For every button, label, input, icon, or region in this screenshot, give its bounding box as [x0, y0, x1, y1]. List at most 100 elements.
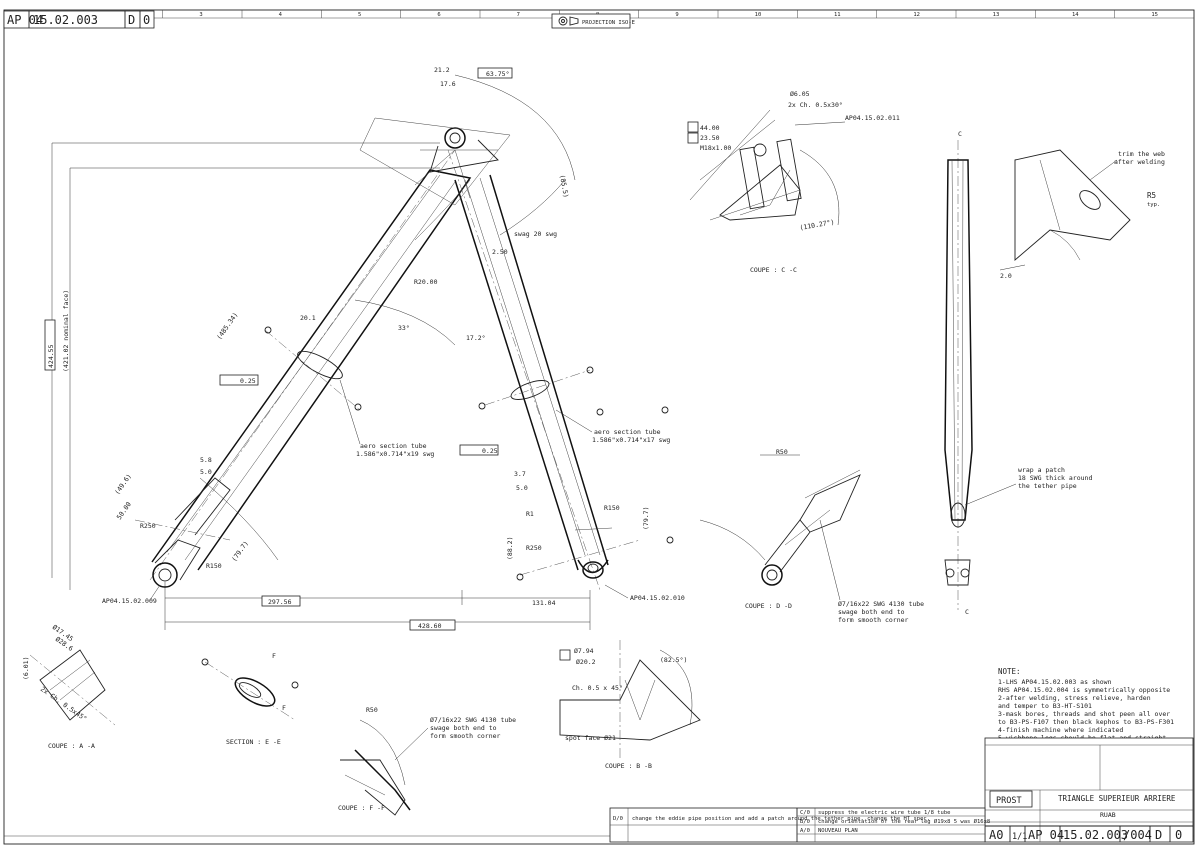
cut-c-top: C [958, 130, 962, 138]
cc-angle: (110.27°) [799, 218, 835, 232]
drawing-rev-a: D [128, 13, 135, 27]
grid-number: 6 [437, 12, 440, 18]
coupe-f-f: COUPE : F -F [338, 804, 385, 812]
section-d-d: R50 Ø7/16x22 SWG 4130 tube swage both en… [699, 448, 924, 624]
tb-number: 15.02.003 [1063, 828, 1128, 842]
dim-2-50: 2.50 [492, 248, 508, 256]
dim-485-34: (485.34) [215, 311, 240, 341]
cc-label-011: AP04.15.02.011 [845, 114, 900, 122]
dim-20-1: 20.1 [300, 314, 316, 322]
drawing-part-number: 15.02.003 [33, 13, 98, 27]
r5: R5 [1147, 191, 1156, 200]
dim-85-5: (85.5) [558, 174, 570, 199]
dd-tube-3: form smooth corner [838, 616, 909, 624]
dim-5-0-left: 5.0 [200, 468, 212, 476]
dim-88-2: (88.2) [506, 537, 514, 560]
note-line: and temper to B3-HT-S101 [998, 702, 1092, 710]
swag-label: swag 20 swg [514, 230, 557, 238]
section-e-e-label: SECTION : E -E [226, 738, 281, 746]
projection-label: PROJECTION ISO-E [582, 20, 635, 26]
tb-format: A0 [989, 828, 1003, 842]
section-b-b: Ø7.94 Ø20.2 Ch. 0.5 x 45° spot face Ø21 … [559, 640, 701, 770]
dim-63-75: 63.75° [486, 70, 509, 78]
grid-number: 10 [755, 12, 762, 18]
aero-right-1: aero section tube [594, 428, 661, 436]
revision-text: change the eddie pipe position and add a… [632, 816, 930, 822]
main-triangle-view: 21.2 17.6 63.75° 424.55 (421.02 nominal … [44, 66, 685, 631]
aero-left-1: aero section tube [360, 442, 427, 450]
dim-50: 50.00 [115, 500, 133, 521]
wrap-2: 18 SWG thick around [1018, 474, 1092, 482]
dim-428-60: 428.60 [418, 622, 442, 630]
coupe-a-a: COUPE : A -A [48, 742, 95, 750]
company-logo-text: PROST [996, 796, 1022, 806]
part-name: TRIANGLE SUPERIEUR ARRIERE [1058, 794, 1176, 803]
grid-number: 3 [199, 12, 202, 18]
section-c-c: 44.00 23.50 M18x1.00 Ø6.05 2x Ch. 0.5x30… [687, 90, 900, 274]
dd-tube-1: Ø7/16x22 SWG 4130 tube [838, 600, 924, 608]
dim-0-25-right: 0.25 [482, 447, 498, 455]
bb-chamfer: Ch. 0.5 x 45° [572, 684, 623, 692]
coupe-c-c: COUPE : C -C [750, 266, 797, 274]
note-line: 1-LHS AP04.15.02.003 as shown [998, 678, 1112, 686]
aa-side: (6.01) [22, 657, 30, 680]
dim-21-2: 21.2 [434, 66, 450, 74]
title-block: PROST TRIANGLE SUPERIEUR ARRIERE RUAB A0… [984, 737, 1194, 843]
ff-r50: R50 [366, 706, 378, 714]
dim-r1: R1 [526, 510, 534, 518]
revision-letter: D/0 [613, 816, 623, 822]
cc-dia: Ø6.05 [790, 90, 810, 98]
coupe-d-d: COUPE : D -D [745, 602, 792, 610]
dim-r150-right: R150 [604, 504, 620, 512]
dim-421-nominal: (421.02 nominal face) [62, 290, 70, 372]
revision-letter: B/0 [800, 819, 810, 825]
dim-17-6: 17.6 [440, 80, 456, 88]
note-line: 3-mask bores, threads and shot peen all … [998, 710, 1170, 718]
revision-letter: C/0 [800, 810, 810, 816]
side-view-tube: C C [944, 130, 973, 616]
section-f-f: R50 Ø7/16x22 SWG 4130 tube swage both en… [338, 706, 516, 816]
r5-sub: typ. [1147, 202, 1160, 208]
bb-dia1: Ø7.94 [574, 647, 594, 655]
grid-number: 7 [517, 12, 520, 18]
aero-left-2: 1.586"x0.714"x19 swg [356, 450, 434, 458]
bb-angle: (82.5°) [660, 656, 687, 664]
grid-number: 12 [913, 12, 920, 18]
grid-number: 5 [358, 12, 361, 18]
label-ap04-009: AP04.15.02.009 [102, 597, 157, 605]
grid-number: 14 [1072, 12, 1079, 18]
part-subname: RUAB [1100, 811, 1116, 819]
cc-thread: M18x1.00 [700, 144, 731, 152]
section-e-e: F F SECTION : E -E [201, 652, 299, 746]
dim-r150-left: R150 [206, 562, 222, 570]
dim-49-6: (49.6) [113, 472, 133, 496]
coupe-b-b: COUPE : B -B [605, 762, 652, 770]
drawing-rev-b: 0 [143, 13, 150, 27]
dim-424-55: 424.55 [47, 344, 55, 368]
note-line: RHS AP04.15.02.004 is symmetrically oppo… [998, 686, 1170, 694]
drawing-code: AP 04 [7, 13, 43, 27]
cut-f-2: F [282, 704, 286, 712]
dim-0-25-left: 0.25 [240, 377, 256, 385]
revision-text: NOUVEAU PLAN [818, 828, 858, 834]
dim-r20: R20.00 [414, 278, 438, 286]
aa-chamfer: 2x Ch. 0.5x45° [39, 685, 88, 723]
ff-tube-2: swage both end to [430, 724, 497, 732]
note-line: 2-after welding, stress relieve, harden [998, 694, 1151, 702]
trim-web-detail: trim the web after welding R5 typ. 2.0 w… [964, 149, 1165, 506]
tb-rev2: 0 [1175, 828, 1182, 842]
tb-scale: 1/1 [1012, 832, 1027, 842]
grid-number: 9 [675, 12, 678, 18]
dim-79-7-right: (79.7) [642, 507, 650, 530]
grid-number: 4 [279, 12, 283, 18]
tb-code: AP 04 [1028, 828, 1064, 842]
revision-table: D/0 change the eddie pipe position and ad… [609, 807, 990, 843]
cut-f-1: F [272, 652, 276, 660]
projection-box: PROJECTION ISO-E [551, 13, 635, 29]
wrap-1: wrap a patch [1018, 466, 1065, 474]
grid-number: 11 [834, 12, 841, 18]
drawing-number-box: AP 04 15.02.003 D 0 [3, 10, 155, 29]
dim-79-7-left: (79.7) [230, 539, 250, 563]
